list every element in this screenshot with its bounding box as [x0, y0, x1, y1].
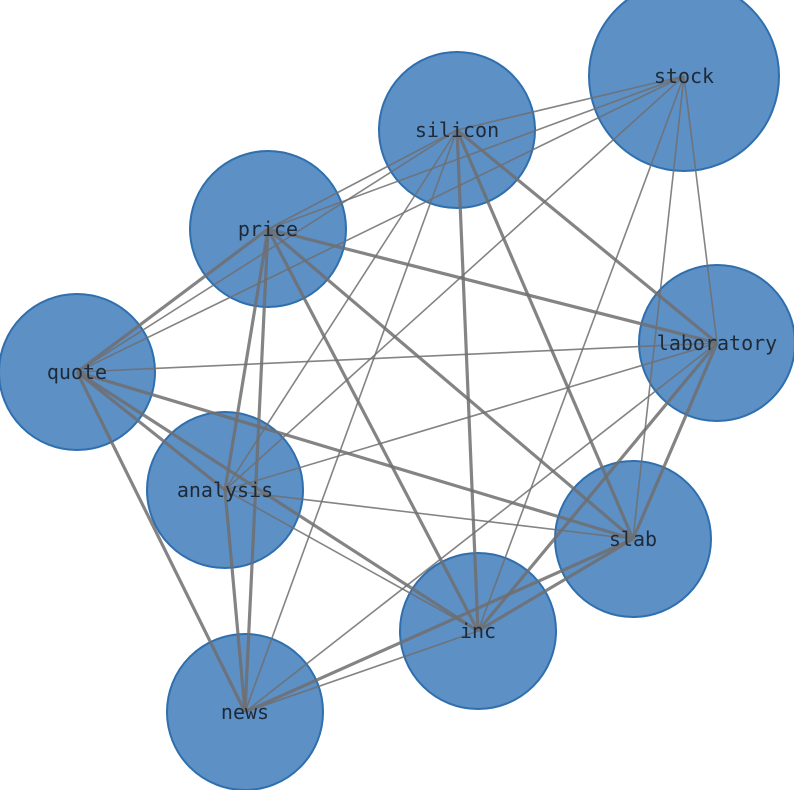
edge-quote-news — [75, 371, 247, 713]
edge-price-slab — [266, 227, 635, 541]
edge-analysis-slab — [224, 489, 634, 540]
edges-layer — [75, 75, 719, 714]
node-label-news: news — [221, 700, 269, 724]
edge-inc-news — [244, 630, 479, 713]
edge-silicon-slab — [455, 129, 635, 540]
edge-price-laboratory — [267, 227, 718, 345]
edge-quote-inc — [76, 370, 479, 633]
edge-analysis-inc — [224, 489, 479, 632]
edge-laboratory-quote — [76, 342, 718, 373]
edge-price-quote — [76, 227, 269, 374]
edge-quote-analysis — [76, 370, 226, 492]
edge-stock-slab — [632, 75, 685, 540]
node-label-price: price — [238, 217, 298, 241]
labels-layer: stock silicon price laboratory quote analysis… — [47, 64, 777, 724]
edge-laboratory-news — [244, 342, 718, 713]
edge-stock-inc — [477, 75, 685, 632]
edge-silicon-analysis — [224, 129, 458, 491]
edge-stock-quote — [76, 75, 685, 373]
edge-laboratory-slab — [631, 342, 719, 540]
edge-quote-slab — [76, 370, 634, 541]
edge-stock-silicon — [456, 75, 685, 131]
edge-slab-news — [244, 537, 634, 714]
node-label-quote: quote — [47, 360, 107, 384]
edge-price-news — [243, 228, 270, 713]
edge-stock-laboratory — [683, 75, 718, 344]
edge-price-analysis — [223, 228, 270, 491]
edge-analysis-news — [223, 489, 247, 713]
edge-silicon-laboratory — [455, 128, 719, 345]
edge-stock-analysis — [224, 75, 685, 491]
edge-silicon-inc — [455, 129, 480, 632]
edge-stock-price — [267, 75, 685, 230]
node-label-inc: inc — [460, 619, 496, 643]
edge-laboratory-analysis — [224, 342, 718, 491]
node-label-silicon: silicon — [415, 118, 499, 142]
edge-laboratory-inc — [476, 341, 719, 633]
edge-silicon-price — [267, 129, 458, 230]
node-label-analysis: analysis — [177, 478, 273, 502]
edge-silicon-news — [244, 129, 458, 713]
edge-price-inc — [266, 228, 480, 632]
node-label-stock: stock — [654, 64, 714, 88]
node-label-laboratory: laboratory — [657, 331, 777, 355]
node-label-slab: slab — [609, 527, 657, 551]
node-stock — [588, 0, 780, 172]
edge-slab-inc — [477, 537, 634, 633]
